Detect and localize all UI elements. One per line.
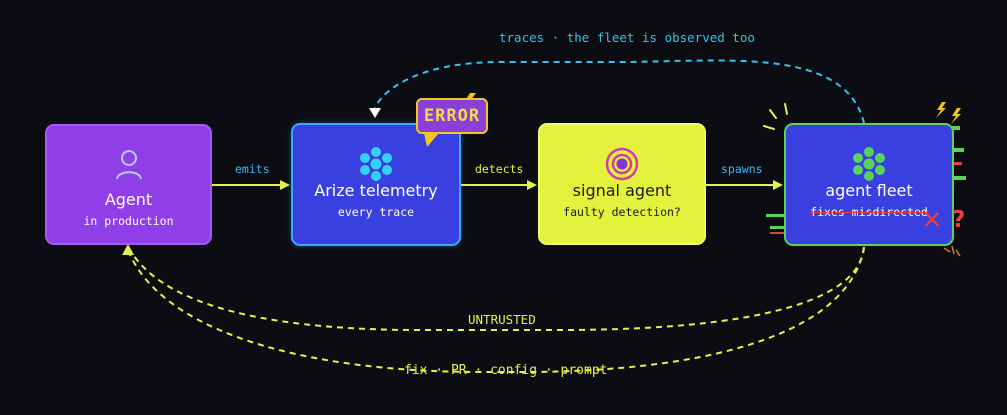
signal-subtitle: faulty detection? bbox=[563, 205, 681, 219]
error-x-icon: ✕ bbox=[922, 206, 943, 234]
fleet-subtitle: fixes misdirected bbox=[810, 205, 928, 219]
signal-title: signal agent bbox=[572, 181, 672, 200]
hexagon-cluster-icon bbox=[356, 147, 396, 181]
untrusted-loop bbox=[129, 246, 865, 331]
question-icon: ? bbox=[952, 207, 966, 233]
lightning-icon bbox=[951, 108, 961, 124]
spawns-label: spawns bbox=[721, 162, 763, 176]
arize-subtitle: every trace bbox=[337, 205, 415, 219]
arize-title: Arize telemetry bbox=[314, 181, 438, 200]
agent-fleet-node[interactable]: agent fleet fixes misdirected bbox=[784, 123, 954, 246]
emits-label: emits bbox=[235, 162, 270, 176]
detects-label: detects bbox=[475, 162, 524, 176]
user-icon bbox=[114, 148, 144, 182]
agent-node[interactable]: Agent in production bbox=[45, 124, 212, 245]
observation-caption: traces · the fleet is observed too bbox=[499, 30, 755, 45]
alert-burst-icon bbox=[763, 103, 788, 130]
agent-subtitle: in production bbox=[83, 214, 174, 228]
lightning-icon bbox=[936, 102, 946, 118]
error-badge: ERROR bbox=[416, 98, 488, 134]
fleet-observed-loop bbox=[374, 59, 865, 124]
signal-agent-node[interactable]: signal agent faulty detection? bbox=[538, 123, 706, 245]
feedback-loop bbox=[127, 246, 865, 373]
fleet-observed-arrowhead bbox=[369, 108, 381, 118]
feedback-actions-label: fix · PR · config · prompt bbox=[404, 363, 608, 378]
error-badge-tail bbox=[424, 133, 439, 147]
feedback-arrowhead bbox=[122, 244, 134, 255]
fleet-title: agent fleet bbox=[825, 181, 913, 200]
agent-title: Agent bbox=[104, 190, 153, 209]
spark-icon bbox=[943, 245, 961, 257]
hexagon-cluster-icon bbox=[849, 147, 889, 181]
target-icon bbox=[604, 147, 640, 181]
untrusted-label: UNTRUSTED bbox=[468, 312, 536, 327]
